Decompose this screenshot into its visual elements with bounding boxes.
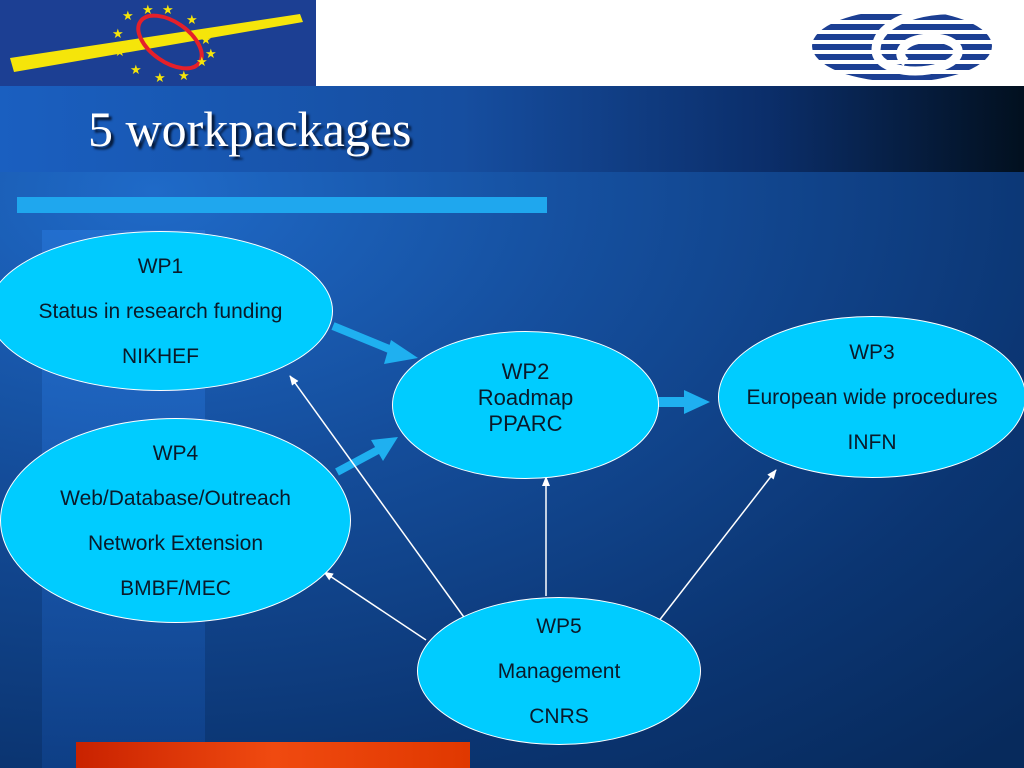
- arrow-wp4-to-wp2: [335, 437, 398, 476]
- wp1-lead: NIKHEF: [121, 344, 199, 368]
- fp6-logo-icon: [806, 0, 1012, 86]
- wp4-lead: BMBF/MEC: [120, 576, 231, 600]
- arrow-wp2-to-wp3: [658, 390, 710, 414]
- svg-text:★: ★: [205, 47, 217, 62]
- svg-text:★: ★: [186, 13, 198, 28]
- wp5-lead: CNRS: [529, 704, 589, 728]
- header-white-edge: [1012, 0, 1024, 86]
- wp3-id: WP3: [849, 340, 895, 364]
- arrow-wp1-to-wp2: [331, 322, 418, 364]
- arrow-wp5-to-wp3: [657, 469, 777, 623]
- wp4-id: WP4: [152, 441, 199, 465]
- wp4-node: WP4 Web/Database/Outreach Network Extens…: [0, 418, 351, 623]
- bottom-accent-bar: [76, 742, 470, 768]
- svg-text:★: ★: [114, 45, 126, 60]
- svg-text:★: ★: [162, 3, 174, 18]
- wp5-title: Management: [497, 659, 621, 683]
- wp4-title: Web/Database/Outreach: [60, 486, 291, 510]
- header-white-strip: [316, 0, 806, 86]
- arrow-wp5-to-wp4: [323, 571, 427, 641]
- wp2-lead: PPARC: [488, 411, 563, 436]
- wp2-node: WP2 Roadmap PPARC: [392, 331, 659, 479]
- wp5-node: WP5 Management CNRS: [417, 597, 701, 745]
- svg-text:★: ★: [112, 27, 124, 42]
- wp3-node: WP3 European wide procedures INFN: [718, 316, 1024, 478]
- svg-text:★: ★: [178, 69, 190, 84]
- wp4-subtitle: Network Extension: [87, 531, 264, 555]
- svg-text:★: ★: [154, 71, 166, 86]
- svg-text:★: ★: [196, 55, 208, 70]
- wp5-id: WP5: [536, 614, 582, 638]
- wp1-id: WP1: [137, 254, 184, 278]
- svg-text:★: ★: [200, 33, 212, 48]
- title-band: [0, 86, 1024, 172]
- eu-logo-icon: ★ ★ ★ ★ ★ ★ ★ ★ ★ ★ ★ ★: [0, 0, 316, 86]
- wp2-title: Roadmap: [477, 385, 574, 410]
- svg-text:★: ★: [122, 9, 134, 24]
- wp1-title: Status in research funding: [38, 299, 283, 323]
- svg-text:★: ★: [142, 3, 154, 18]
- wp1-node: WP1 Status in research funding NIKHEF: [0, 231, 333, 391]
- wp3-title: European wide procedures: [746, 385, 998, 409]
- svg-text:★: ★: [130, 63, 142, 78]
- wp2-id: WP2: [501, 359, 550, 384]
- title-underline-bar: [17, 197, 547, 213]
- page-title: 5 workpackages: [88, 101, 412, 157]
- wp3-lead: INFN: [847, 430, 897, 454]
